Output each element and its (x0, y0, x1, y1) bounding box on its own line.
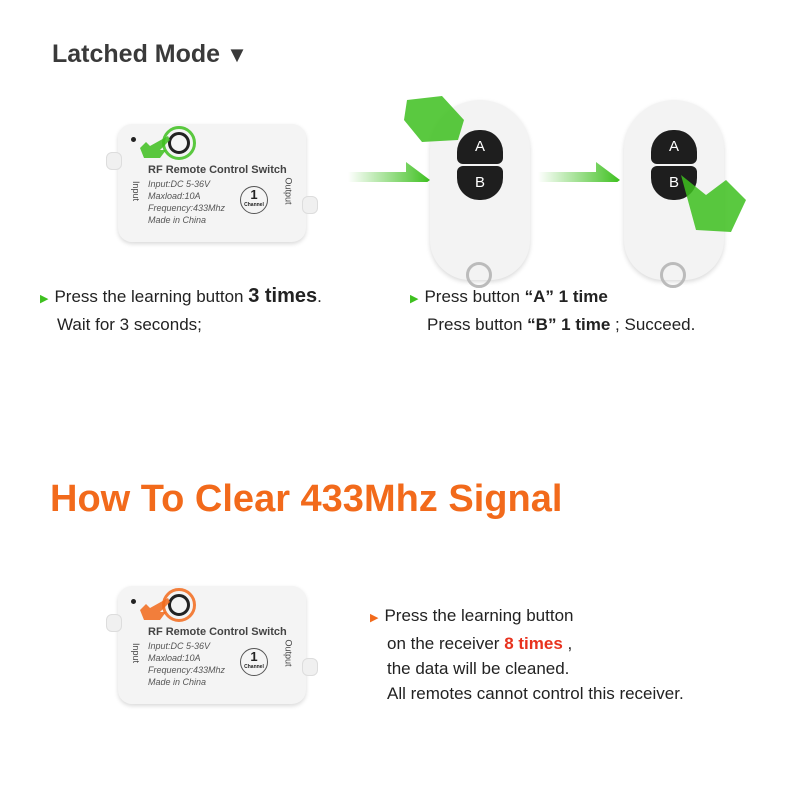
text: ; Succeed. (610, 315, 696, 334)
clear-signal-title: How To Clear 433Mhz Signal (50, 478, 563, 520)
arrow-right-icon (348, 162, 430, 182)
latched-mode-title: Latched Mode▼ (52, 40, 248, 69)
spec-maxload: Maxload:10A (148, 653, 201, 663)
arrow-right-icon (538, 162, 620, 182)
remote-image: A B (404, 96, 530, 288)
text: 3 times (248, 285, 318, 307)
text: “B” (527, 315, 557, 334)
text: , (562, 634, 573, 653)
channel-label: Channel (244, 664, 264, 670)
text: Press button (427, 315, 528, 334)
receiver-image: RF Remote Control Switch Input:DC 5-36V … (106, 586, 318, 704)
hand-pointer-icon (140, 598, 170, 620)
text: 1 time (556, 315, 611, 334)
text: 1 time (553, 287, 608, 306)
bullet-icon: ▶ (410, 293, 419, 305)
output-label: Output (283, 177, 294, 205)
hand-pointer-icon (681, 175, 746, 232)
text: on the receiver (387, 634, 505, 653)
bullet-icon: ▶ (40, 293, 49, 305)
title-text: Latched Mode (52, 40, 221, 68)
down-triangle-icon: ▼ (226, 42, 248, 67)
text: 8 times (504, 634, 563, 653)
input-label: Input (131, 642, 142, 664)
clear-instructions: ▶ Press the learning button on the receiv… (370, 603, 684, 706)
text: All remotes cannot control this receiver… (387, 684, 684, 703)
channel-num: 1 (250, 649, 258, 664)
keyring-icon (660, 262, 686, 288)
spec-frequency: Frequency:433Mhz (148, 665, 226, 675)
text: . (317, 287, 322, 306)
text: Press the learning button (384, 606, 574, 625)
input-label: Input (131, 180, 142, 202)
remote-button-b: B (457, 166, 503, 200)
bullet-icon: ▶ (370, 612, 379, 624)
text: Press button (424, 287, 525, 306)
text: “A” (524, 287, 554, 306)
text: the data will be cleaned. (387, 659, 570, 678)
text: Press the learning button (54, 287, 249, 306)
receiver-image: RF Remote Control Switch Input:DC 5-36V … (106, 124, 318, 242)
hand-pointer-icon (404, 96, 464, 142)
spec-frequency: Frequency:433Mhz (148, 203, 226, 213)
remote-image: A B (624, 100, 746, 288)
text: Wait for 3 seconds; (57, 315, 202, 334)
spec-input: Input:DC 5-36V (148, 179, 211, 189)
output-label: Output (283, 639, 294, 667)
remote-button-a: A (457, 130, 503, 164)
channel-label: Channel (244, 202, 264, 208)
hand-pointer-icon (140, 136, 170, 158)
receiver-name: RF Remote Control Switch (148, 626, 287, 638)
remote-button-a: A (651, 130, 697, 164)
channel-num: 1 (250, 187, 258, 202)
keyring-icon (466, 262, 492, 288)
step2-text: ▶ Press button “A” 1 time Press button “B… (410, 284, 695, 337)
spec-maxload: Maxload:10A (148, 191, 201, 201)
step1-text: ▶ Press the learning button 3 times. Wait… (40, 284, 322, 337)
receiver-name: RF Remote Control Switch (148, 164, 287, 176)
spec-origin: Made in China (148, 677, 207, 687)
spec-origin: Made in China (148, 215, 207, 225)
spec-input: Input:DC 5-36V (148, 641, 211, 651)
